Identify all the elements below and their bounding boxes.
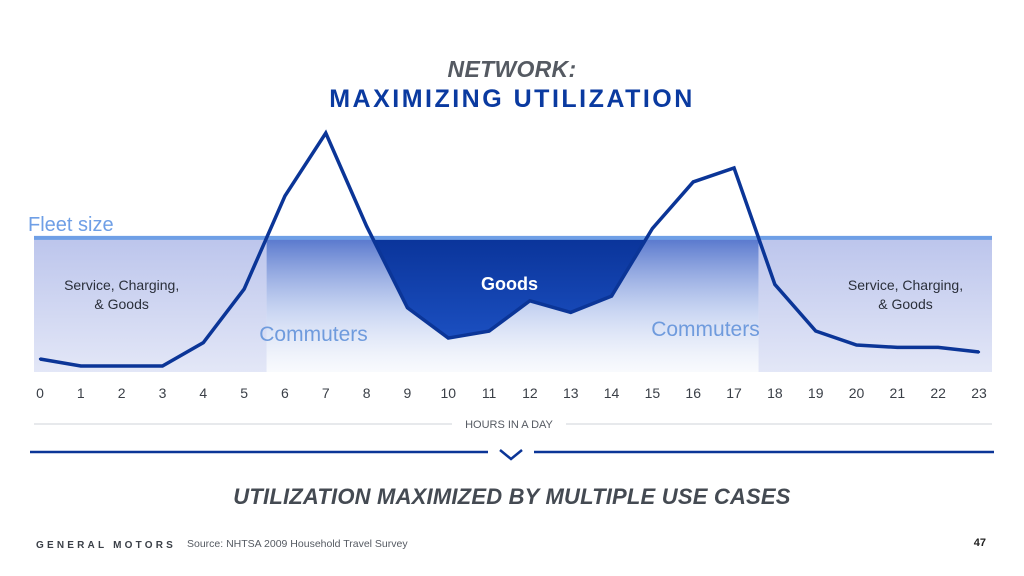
x-tick-label: 8 [363, 385, 371, 401]
x-tick-label: 9 [404, 385, 412, 401]
x-tick-label: 18 [767, 385, 783, 401]
band-night-morning [34, 237, 267, 372]
x-tick-label: 1 [77, 385, 85, 401]
demand-point [365, 225, 368, 228]
demand-point [79, 364, 83, 368]
demand-line [39, 129, 980, 368]
x-axis-title: HOURS IN A DAY [465, 419, 553, 431]
x-tick-label: 22 [930, 385, 946, 401]
annotation-label: Service, Charging, [848, 277, 963, 293]
annotation-label: & Goods [94, 296, 148, 312]
demand-point [896, 346, 899, 349]
x-tick-label: 16 [685, 385, 701, 401]
x-tick-label: 6 [281, 385, 289, 401]
goods-area [372, 237, 647, 339]
demand-point [855, 343, 858, 347]
demand-point [283, 194, 287, 198]
annotation-label: Commuters [651, 318, 760, 341]
demand-point [202, 341, 205, 344]
x-tick-label: 2 [118, 385, 126, 401]
annotation-label: Goods [481, 274, 538, 294]
demand-point [732, 166, 736, 170]
x-tick-label: 17 [726, 385, 742, 401]
x-tick-label: 14 [604, 385, 620, 401]
fleet-size-label: Fleet size [28, 214, 114, 236]
demand-point [447, 336, 450, 340]
annotation-label: Service, Charging, [64, 277, 179, 293]
utilization-chart: Fleet size Service, Charging, & GoodsComm… [28, 129, 994, 461]
x-tick-label: 19 [808, 385, 824, 401]
demand-point [977, 350, 981, 354]
x-tick-label: 4 [199, 385, 207, 401]
page-number: 47 [973, 537, 986, 549]
x-tick-label: 11 [482, 385, 497, 401]
demand-point [161, 364, 164, 368]
source-note: Source: NHTSA 2009 Household Travel Surv… [187, 538, 408, 550]
brand-logo-text: GENERAL MOTORS [36, 540, 176, 551]
demand-point [936, 346, 940, 349]
demand-point [528, 299, 532, 302]
demand-point [773, 283, 777, 286]
slide-subtitle: MAXIMIZING UTILIZATION [329, 85, 695, 113]
x-tick-label: 20 [849, 385, 865, 401]
x-tick-label: 15 [645, 385, 661, 401]
slide-title: NETWORK: [447, 56, 577, 82]
x-tick-label: 7 [322, 385, 330, 401]
x-tick-label: 21 [890, 385, 906, 401]
demand-point [610, 294, 613, 298]
demand-point [814, 329, 817, 333]
x-tick-label: 10 [440, 385, 456, 401]
footer-headline: UTILIZATION MAXIMIZED BY MULTIPLE USE CA… [233, 484, 791, 509]
demand-point [120, 364, 123, 368]
x-tick-label: 5 [240, 385, 248, 401]
x-tick-label: 3 [159, 385, 167, 401]
demand-point [324, 131, 327, 135]
x-tick-label: 23 [971, 385, 987, 401]
demand-point [569, 311, 572, 314]
annotation-label: Commuters [259, 323, 368, 346]
annotation-label: & Goods [878, 296, 932, 312]
demand-point [692, 180, 695, 184]
demand-point [651, 227, 654, 230]
demand-point [406, 306, 409, 309]
x-tick-label: 13 [563, 385, 579, 401]
x-tick-label: 12 [522, 385, 538, 401]
x-tick-label: 0 [36, 385, 44, 401]
demand-point [242, 287, 246, 291]
demand-point [487, 329, 491, 333]
demand-point [38, 357, 42, 361]
chevron-down-icon [499, 449, 523, 461]
